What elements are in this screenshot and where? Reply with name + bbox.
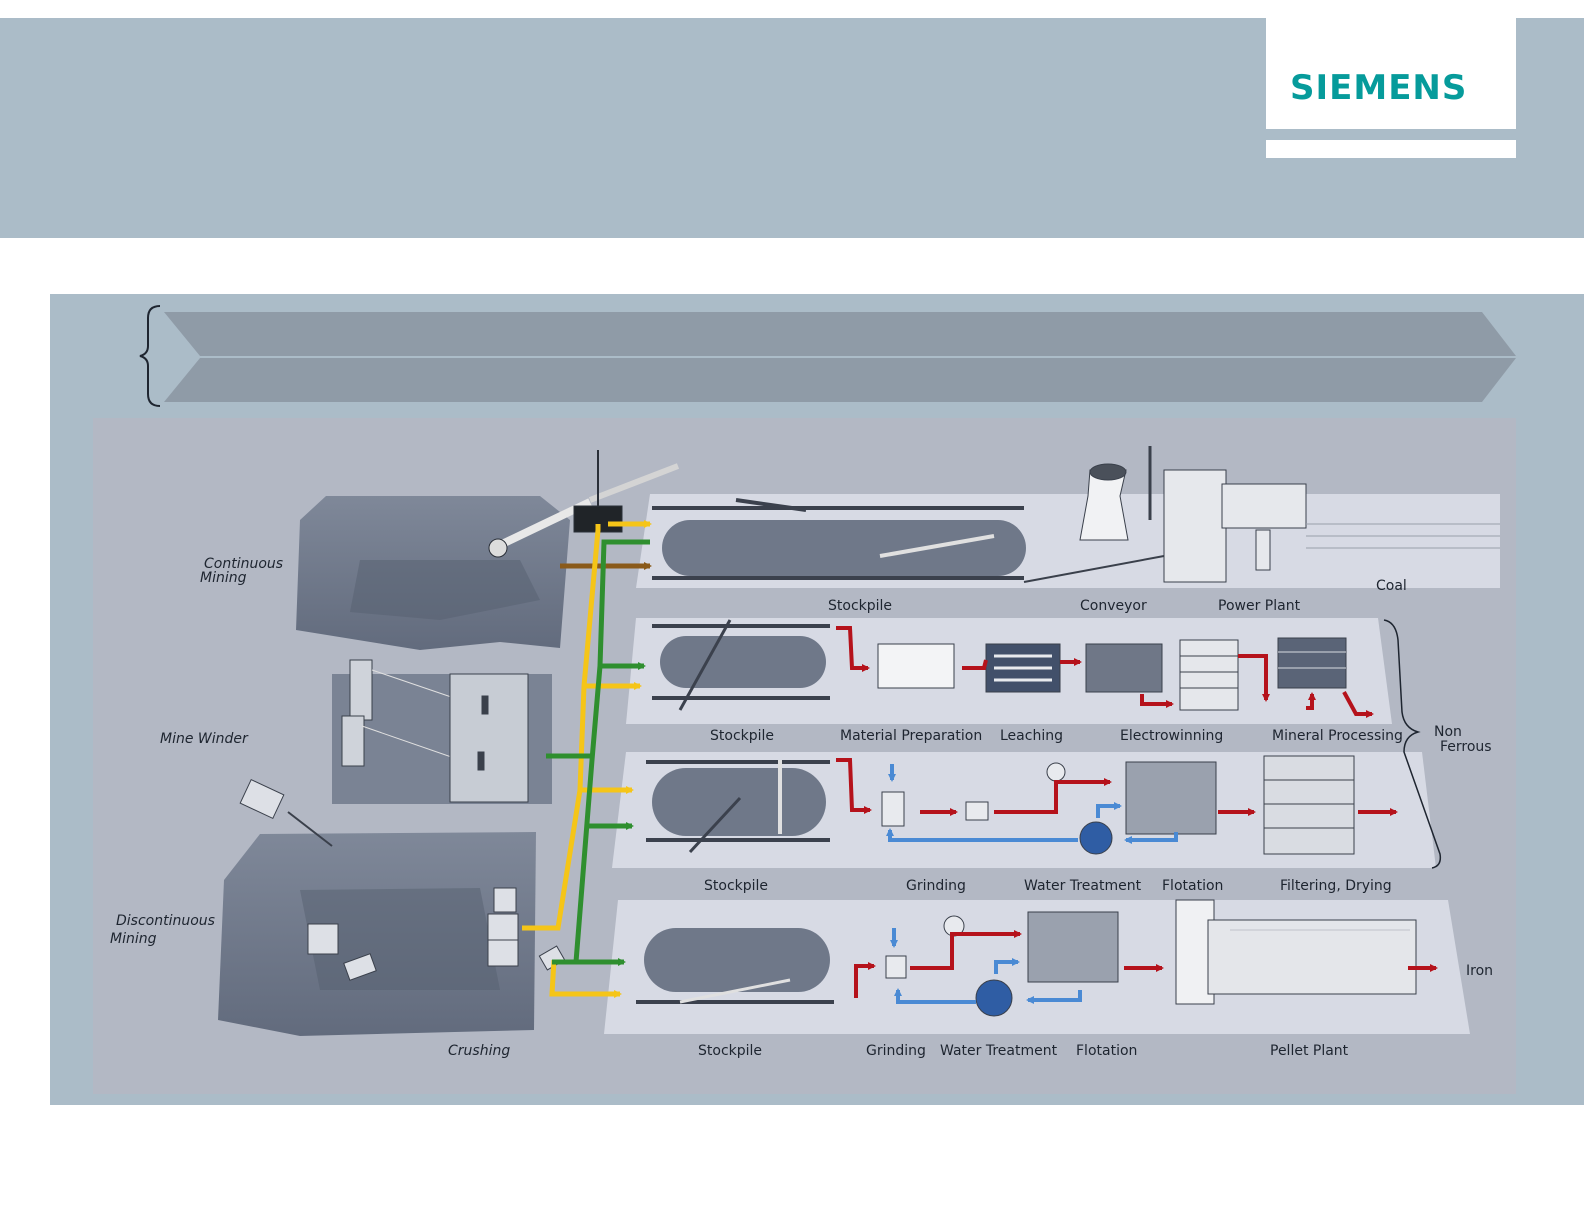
siemens-logo: SIEMENS <box>1266 18 1516 129</box>
label-iron-output: Iron <box>1466 963 1493 979</box>
iron-row-equipment-icon <box>885 899 1417 1017</box>
flow-red-row2-c <box>994 778 1112 814</box>
label-power-plant: Power Plant <box>1218 598 1301 614</box>
flow-yellow-branch-3 <box>549 959 622 998</box>
flow-red-iron-a <box>854 962 876 998</box>
banner-upper <box>164 312 1516 356</box>
label-electrowinning: Electrowinning <box>1120 728 1223 744</box>
crusher-icon <box>487 887 566 971</box>
flow-red-row1-e <box>1238 654 1270 702</box>
mining-trucks-icon <box>239 778 377 981</box>
label-mine-winder: Mine Winder <box>160 731 249 747</box>
label-conveyor: Conveyor <box>1080 598 1147 614</box>
label-coal-output: Coal <box>1376 578 1407 594</box>
banner-lower <box>164 358 1516 402</box>
stockpile-iron-icon <box>636 928 834 1004</box>
label-material-preparation: Material Preparation <box>840 728 982 744</box>
label-pellet-plant: Pellet Plant <box>1270 1043 1349 1059</box>
flow-blue-row2-c <box>1124 832 1178 844</box>
flow-red-row1-d <box>1140 694 1174 708</box>
label-leaching: Leaching <box>1000 728 1063 744</box>
stockpile-coal-icon <box>652 498 1026 580</box>
mine-winder-towers-icon <box>341 659 529 803</box>
label-continuous-mining-2: Mining <box>200 570 247 586</box>
flow-red-row2-a <box>836 758 872 814</box>
label-iron-stockpile: Stockpile <box>698 1043 762 1059</box>
label-nf2-water-treatment: Water Treatment <box>1024 878 1142 894</box>
flow-red-row1-f <box>1306 692 1316 710</box>
flow-red-row1-b <box>962 659 988 670</box>
label-filtering-drying: Filtering, Drying <box>1280 878 1392 894</box>
scope-brace <box>139 305 161 407</box>
bucket-wheel-excavator-icon <box>488 450 680 558</box>
nonferrous-row1-equipment-icon <box>877 637 1347 711</box>
label-non-ferrous-2: Ferrous <box>1440 739 1492 755</box>
label-coal-stockpile: Stockpile <box>828 598 892 614</box>
pit-continuous-inner <box>350 560 540 620</box>
flow-red-iron-b <box>910 930 1022 970</box>
flow-red-row1-g <box>1342 691 1374 718</box>
flow-blue-iron-c <box>1026 990 1082 1004</box>
label-nf2-grinding: Grinding <box>906 878 966 894</box>
nonferrous-row2-equipment-icon <box>881 755 1355 855</box>
flow-yellow-trunk <box>522 524 601 931</box>
label-discontinuous-mining-1: Discontinuous <box>116 913 215 929</box>
flow-blue-row2-b <box>886 828 1078 842</box>
flow-red-row1-a <box>836 626 870 672</box>
label-iron-flotation: Flotation <box>1076 1043 1137 1059</box>
stockpile-nonferrous-1-icon <box>652 619 830 711</box>
label-discontinuous-mining-2: Mining <box>110 931 157 947</box>
label-iron-water-treatment: Water Treatment <box>940 1043 1058 1059</box>
nonferrous-brace <box>1383 619 1442 869</box>
power-plant-icon <box>1023 446 1500 583</box>
label-continuous-mining-1: Continuous <box>204 556 283 572</box>
label-iron-grinding: Grinding <box>866 1043 926 1059</box>
label-crushing: Crushing <box>448 1043 510 1059</box>
label-non-ferrous-1: Non <box>1434 724 1462 740</box>
flow-green-trunk <box>552 539 650 965</box>
logo-text: SIEMENS <box>1290 68 1468 108</box>
flow-blue-row2-d <box>1096 802 1122 818</box>
label-nf2-stockpile: Stockpile <box>704 878 768 894</box>
label-mineral-processing: Mineral Processing <box>1272 728 1403 744</box>
flow-blue-iron-b <box>894 988 976 1004</box>
label-nf2-flotation: Flotation <box>1162 878 1223 894</box>
logo-underline-bar <box>1266 140 1516 158</box>
stockpile-nonferrous-2-icon <box>646 760 830 854</box>
flow-blue-iron-d <box>994 958 1020 974</box>
label-nf1-stockpile: Stockpile <box>710 728 774 744</box>
